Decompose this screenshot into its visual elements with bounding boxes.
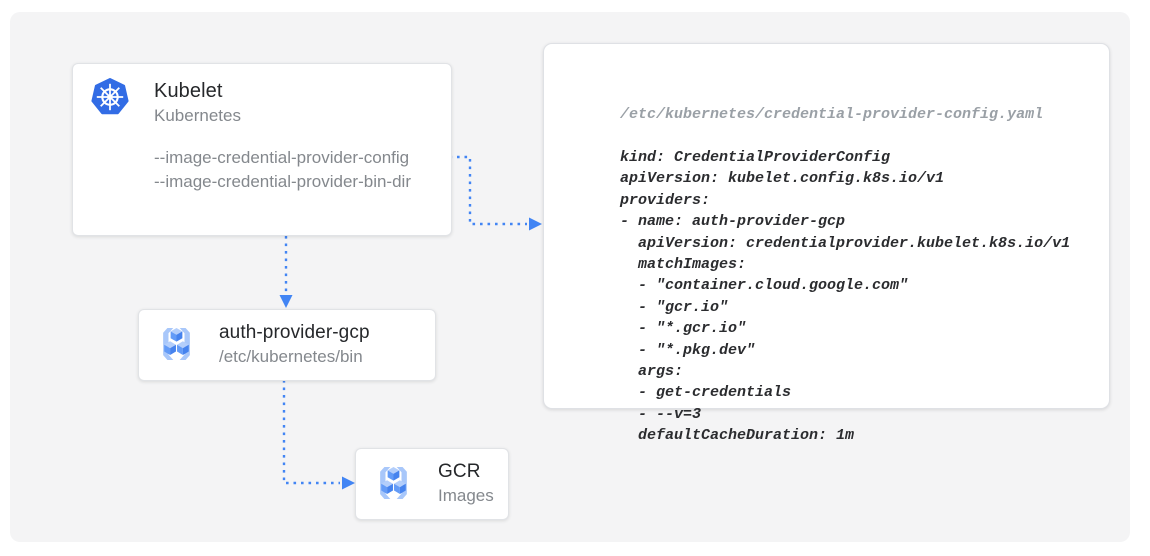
kubelet-flags: --image-credential-provider-config --ima… bbox=[154, 146, 411, 194]
kubelet-title: Kubelet bbox=[154, 80, 223, 102]
gcr-subtitle: Images bbox=[438, 486, 494, 505]
auth-provider-title: auth-provider-gcp bbox=[219, 322, 370, 343]
config-file-path: /etc/kubernetes/credential-provider-conf… bbox=[620, 106, 1044, 123]
container-registry-icon bbox=[163, 327, 190, 360]
kubelet-card: Kubelet Kubernetes --image-credential-pr… bbox=[72, 63, 452, 236]
flag-image-credential-provider-config: --image-credential-provider-config bbox=[154, 148, 410, 167]
container-registry-icon bbox=[380, 466, 407, 499]
gcr-card: GCR Images bbox=[355, 448, 509, 520]
credential-provider-config-panel: /etc/kubernetes/credential-provider-conf… bbox=[543, 43, 1110, 444]
auth-provider-gcp-card: auth-provider-gcp /etc/kubernetes/bin bbox=[138, 309, 436, 381]
kubernetes-icon bbox=[91, 78, 129, 115]
flag-image-credential-provider-bin-dir: --image-credential-provider-bin-dir bbox=[154, 172, 411, 191]
gcr-title: GCR bbox=[438, 461, 481, 482]
config-yaml-code: kind: CredentialProviderConfig apiVersio… bbox=[620, 149, 1071, 445]
kubelet-subtitle: Kubernetes bbox=[154, 106, 241, 125]
auth-provider-path: /etc/kubernetes/bin bbox=[219, 347, 363, 366]
